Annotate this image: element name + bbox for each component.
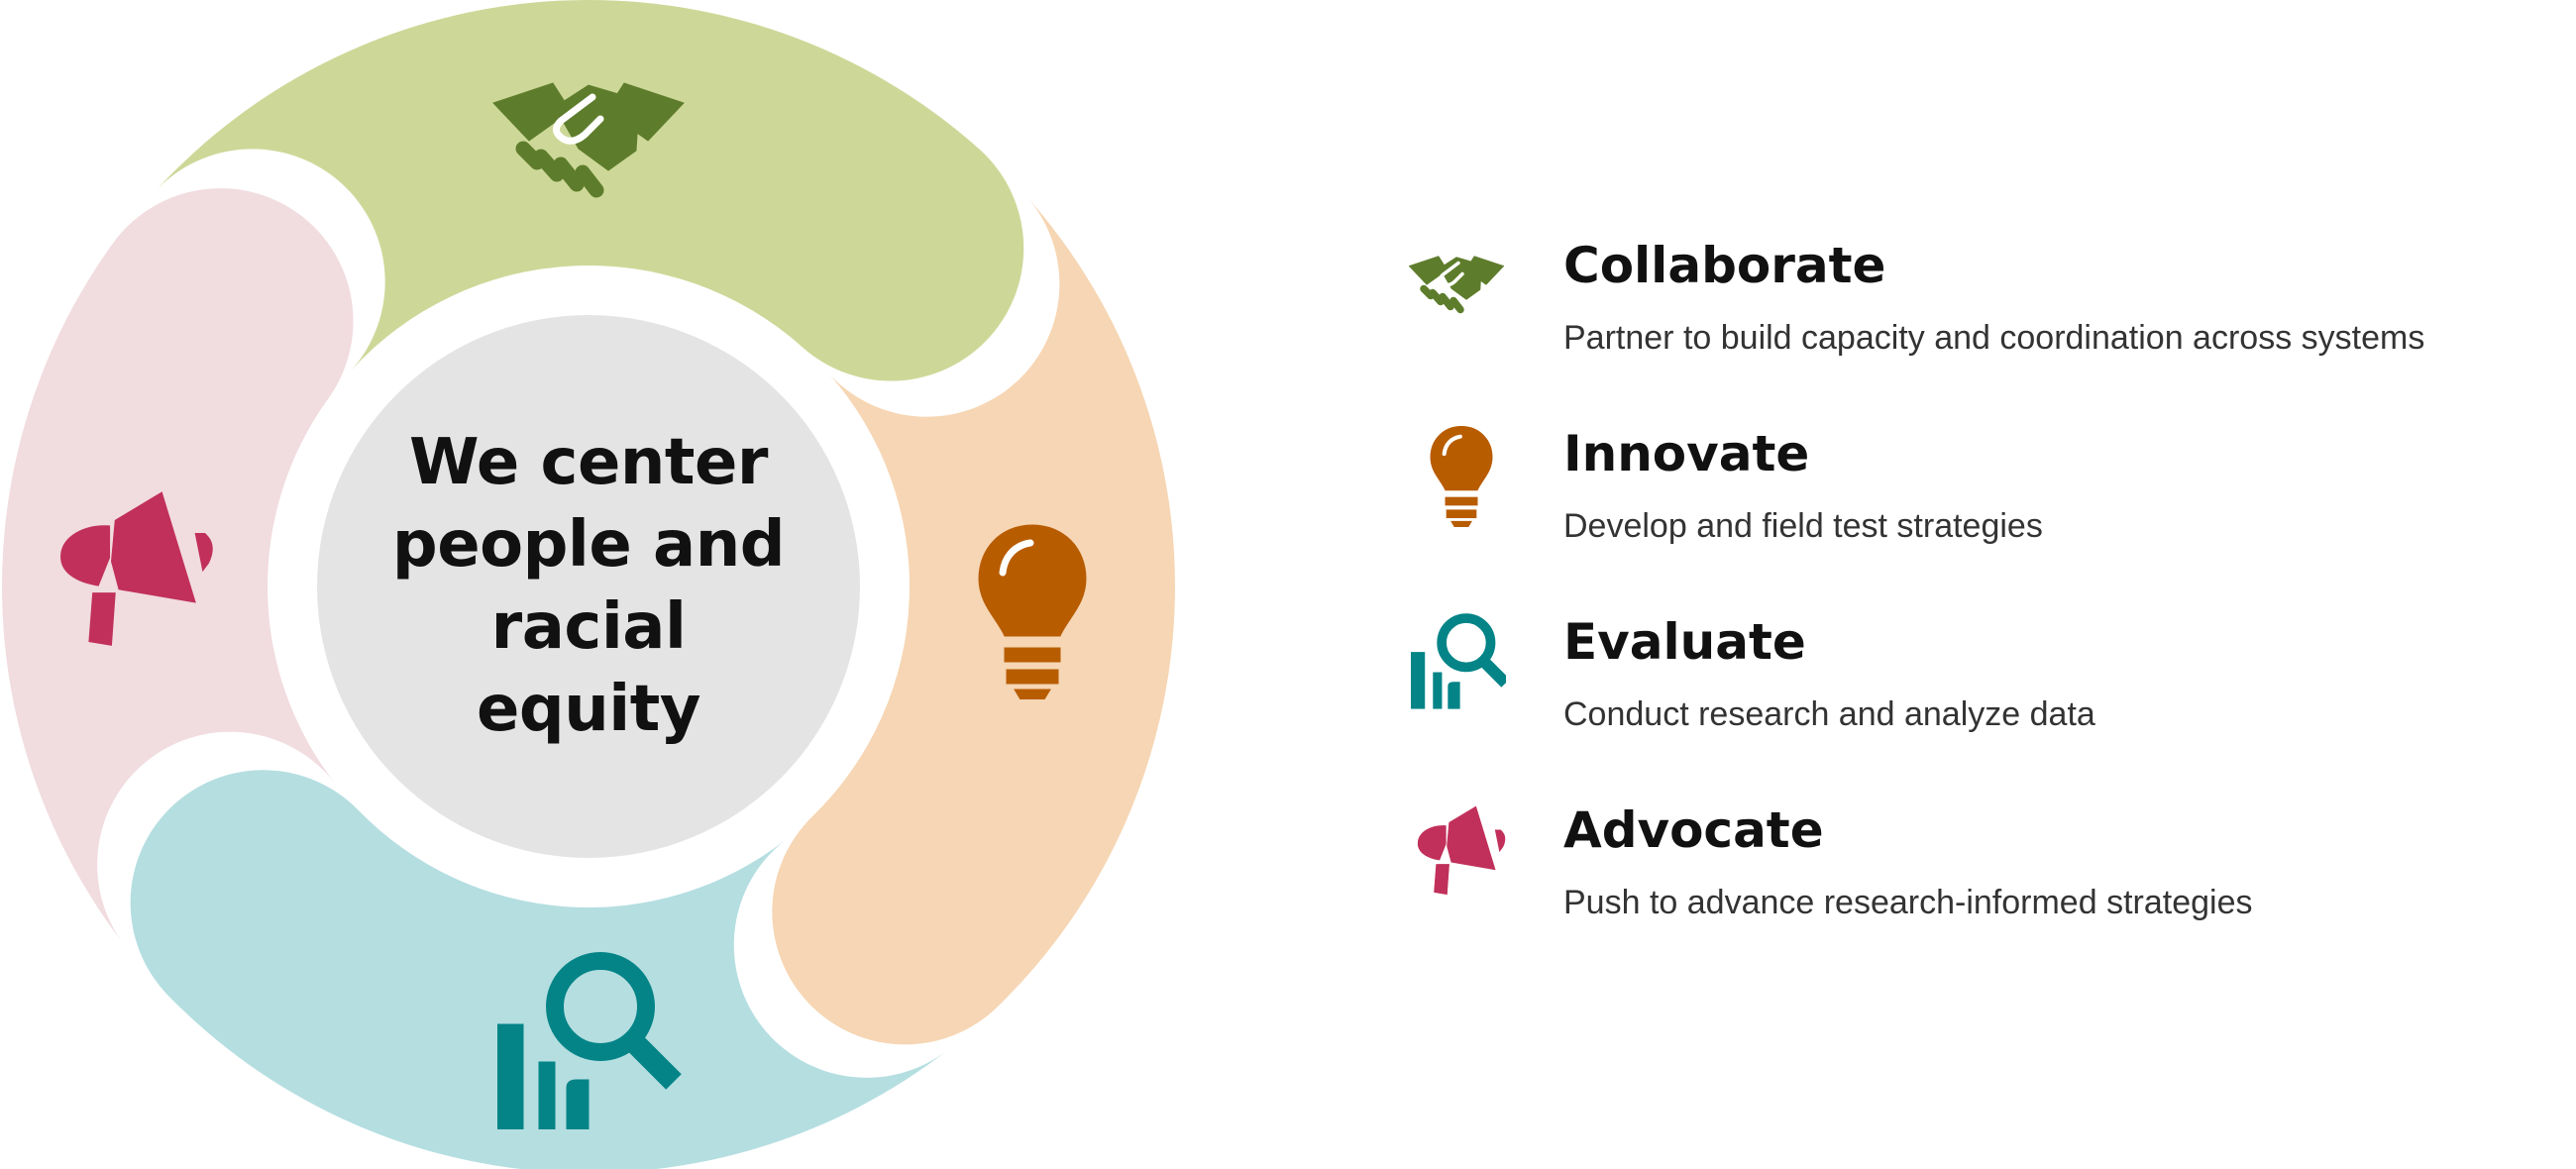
legend-description: Conduct research and analyze data bbox=[1563, 695, 2095, 733]
evaluate-segment bbox=[130, 770, 948, 1169]
legend-description: Push to advance research-informed strate… bbox=[1563, 884, 2253, 921]
center-title: We center people and racial equity bbox=[391, 426, 786, 746]
magnifier-chart-icon bbox=[1397, 612, 1506, 721]
handshake-icon bbox=[1397, 236, 1506, 345]
cycle-diagram bbox=[1, 0, 1175, 1169]
legend-item-innovate: Innovate Develop and field test strategi… bbox=[1397, 424, 2566, 592]
innovate-segment bbox=[772, 195, 1175, 1045]
legend-item-evaluate: Evaluate Conduct research and analyze da… bbox=[1397, 612, 2566, 781]
center-circle bbox=[317, 315, 860, 858]
legend-description: Partner to build capacity and coordinati… bbox=[1563, 319, 2425, 357]
legend: Collaborate Partner to build capacity an… bbox=[1397, 0, 2566, 1169]
legend-title: Advocate bbox=[1563, 801, 1824, 859]
legend-item-collaborate: Collaborate Partner to build capacity an… bbox=[1397, 236, 2566, 404]
legend-title: Innovate bbox=[1563, 425, 1810, 482]
legend-title: Evaluate bbox=[1563, 613, 1806, 671]
legend-title: Collaborate bbox=[1563, 237, 1886, 294]
lightbulb-icon bbox=[1397, 424, 1506, 533]
legend-description: Develop and field test strategies bbox=[1563, 507, 2043, 545]
megaphone-icon bbox=[1417, 805, 1506, 896]
legend-item-advocate: Advocate Push to advance research-inform… bbox=[1397, 800, 2566, 969]
center-label: We center people and racial equity bbox=[317, 315, 860, 858]
